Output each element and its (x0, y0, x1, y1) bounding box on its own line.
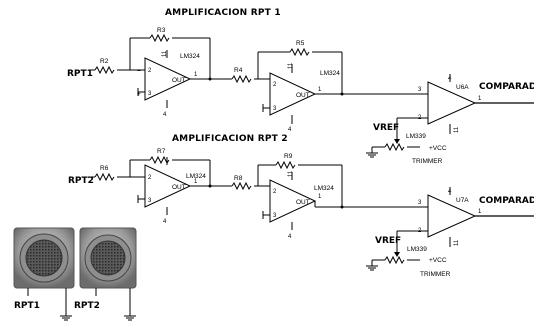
opamp-u2-chip: LM324 (320, 70, 340, 77)
trimmer-2-label: TRIMMER (420, 271, 451, 278)
resistor-r9 (275, 160, 296, 170)
svg-text:4: 4 (288, 127, 292, 133)
svg-text:4: 4 (288, 234, 292, 240)
svg-text:−: − (137, 68, 141, 75)
opamp-u2 (269, 72, 317, 116)
svg-text:3: 3 (273, 213, 277, 219)
opamp-u1-chip: LM324 (180, 53, 200, 60)
opamp-u1 (144, 57, 192, 101)
stage-1-title: AMPLIFICACION RPT 1 (165, 8, 281, 18)
svg-text:2: 2 (273, 82, 277, 88)
stage-1: AMPLIFICACION RPT 1 RPT1 R2 R3 2 3 − + O… (67, 8, 534, 165)
svg-text:3: 3 (273, 106, 277, 112)
stage-1-input-label: RPT1 (67, 69, 93, 79)
sensor-rpt1-image (13, 227, 75, 321)
comparator-u7a-chip: LM339 (407, 246, 427, 253)
comparator-1-output-label: COMPARADOR 1 (479, 82, 534, 92)
comparator-2-output-label: COMPARADOR 2 (479, 196, 534, 206)
svg-text:1: 1 (194, 72, 198, 78)
stage-2: AMPLIFICACION RPT 2 RPT2 R6 R7 2 3 OUT L… (68, 134, 534, 278)
vcc-2-label: +VCC (429, 257, 447, 264)
svg-text:3: 3 (148, 198, 152, 204)
svg-text:11: 11 (454, 239, 460, 246)
resistor-r3-label: R3 (157, 27, 166, 34)
svg-text:4: 4 (448, 76, 452, 82)
trimmer-1-label: TRIMMER (412, 158, 443, 165)
svg-text:4: 4 (163, 112, 167, 118)
svg-text:3: 3 (418, 200, 422, 206)
opamp-u4 (269, 179, 317, 223)
resistor-r6 (94, 172, 115, 182)
svg-text:3: 3 (418, 87, 422, 93)
trimmer-1 (384, 142, 405, 152)
resistor-r7-label: R7 (157, 148, 166, 155)
resistor-r4 (231, 74, 252, 84)
svg-text:1: 1 (318, 194, 322, 200)
svg-text:1: 1 (318, 87, 322, 93)
trimmer-2 (384, 255, 405, 265)
stage-2-input-label: RPT2 (68, 176, 94, 186)
resistor-r9-label: R9 (284, 153, 293, 160)
svg-text:11: 11 (288, 62, 294, 69)
svg-text:1: 1 (478, 209, 482, 215)
opamp-u4-chip: LM324 (314, 185, 334, 192)
resistor-r5 (289, 47, 310, 57)
svg-text:3: 3 (148, 91, 152, 97)
ultrasonic-sensors: RPT1 RPT2 (13, 227, 137, 321)
comparator-u7a-label: U7A (456, 197, 469, 204)
resistor-r2-label: R2 (100, 58, 109, 65)
svg-text:1: 1 (478, 96, 482, 102)
svg-text:4: 4 (163, 219, 167, 225)
svg-text:OUT: OUT (296, 199, 310, 206)
resistor-r6-label: R6 (100, 165, 109, 172)
svg-text:2: 2 (273, 189, 277, 195)
comparator-u6a-label: U6A (456, 84, 469, 91)
vref-2-label: VREF (375, 236, 401, 246)
svg-text:4: 4 (448, 189, 452, 195)
resistor-r2 (94, 65, 115, 75)
resistor-r8-label: R8 (234, 175, 243, 182)
svg-text:11: 11 (288, 170, 294, 177)
svg-text:OUT: OUT (172, 184, 186, 191)
vref-1-label: VREF (373, 123, 399, 133)
comparator-u6a (427, 81, 477, 125)
opamp-u3 (144, 164, 192, 208)
resistor-r7 (149, 155, 170, 165)
resistor-r4-label: R4 (234, 67, 243, 74)
comparator-u7a (427, 194, 477, 238)
svg-text:11: 11 (454, 126, 460, 133)
svg-text:1: 1 (194, 179, 198, 185)
vcc-1-label: +VCC (429, 145, 447, 152)
resistor-r5-label: R5 (296, 40, 305, 47)
sensor-rpt1-label: RPT1 (14, 301, 40, 311)
svg-text:OUT: OUT (296, 92, 310, 99)
sensor-rpt2-label: RPT2 (74, 301, 100, 311)
comparator-u6a-chip: LM339 (406, 133, 426, 140)
svg-text:2: 2 (148, 175, 152, 181)
sensor-rpt2-image (79, 227, 137, 321)
svg-text:2: 2 (148, 68, 152, 74)
resistor-r8 (231, 181, 252, 191)
resistor-r3 (149, 33, 170, 43)
svg-text:11: 11 (162, 50, 168, 57)
stage-2-title: AMPLIFICACION RPT 2 (172, 134, 288, 144)
svg-text:+: + (137, 91, 141, 98)
opamp-u3-chip: LM324 (186, 173, 206, 180)
svg-text:OUT: OUT (172, 77, 186, 84)
